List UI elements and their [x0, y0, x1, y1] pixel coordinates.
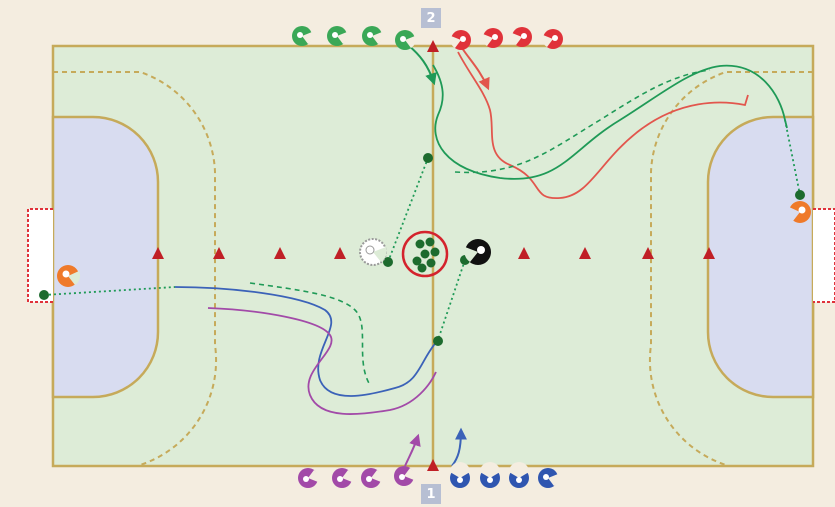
ball-icon [415, 239, 425, 249]
player-icon [450, 30, 471, 50]
ball-icon [420, 249, 430, 259]
ball-icon [795, 190, 805, 200]
red-team [450, 27, 563, 50]
goalkeeper-icon [787, 201, 811, 223]
cone-icon [703, 247, 715, 259]
station-label-1: 1 [421, 484, 441, 504]
left-free-throw-line [53, 71, 218, 466]
goalkeeper-icon [57, 265, 81, 287]
cone-icon [213, 247, 225, 259]
ball-icon [430, 247, 440, 257]
player-icon [450, 462, 470, 488]
right-free-throw-line [648, 71, 813, 466]
player-icon [395, 30, 416, 50]
blue-team [450, 462, 559, 488]
ball-station [401, 230, 449, 278]
player-icon [511, 27, 532, 47]
player-icon [482, 28, 503, 48]
ball-icon [383, 257, 393, 267]
green-team [292, 26, 416, 50]
cone-icon [427, 40, 439, 52]
right-goal [813, 208, 835, 303]
player-icon [298, 468, 319, 488]
cone-icon [427, 459, 439, 471]
blue-run-path [174, 286, 439, 397]
red-run-path [457, 51, 749, 199]
player-icon [509, 462, 529, 488]
player-icon [327, 26, 348, 46]
left-goal-area [51, 115, 160, 399]
cone-icon [334, 247, 346, 259]
defender-black [464, 239, 491, 265]
player-icon [332, 468, 353, 488]
green-run-path [432, 64, 788, 180]
right-goal-area [706, 115, 815, 399]
cone-icon [518, 247, 530, 259]
blue-arrow [451, 427, 467, 467]
purple-arrow [404, 433, 421, 467]
ball-icon [433, 336, 443, 346]
cone-icon [642, 247, 654, 259]
player-icon [292, 26, 313, 46]
pass-line [387, 157, 429, 263]
ball-icon [39, 290, 49, 300]
blue-dashed-path [249, 282, 371, 386]
ball-icon [423, 153, 433, 163]
cone-icon [579, 247, 591, 259]
cone-icon [274, 247, 286, 259]
player-icon [542, 29, 563, 49]
ball-icon [417, 263, 427, 273]
defender-grey [359, 238, 387, 266]
left-goal [27, 208, 53, 303]
station-label-2: 2 [421, 8, 441, 28]
purple-run-path [207, 307, 437, 415]
purple-team [298, 466, 415, 488]
player-icon [480, 462, 500, 488]
pass-line [43, 286, 176, 296]
ball-icon [425, 237, 435, 247]
pass-line [437, 259, 466, 341]
cone-row [152, 247, 715, 259]
ball-icon [426, 258, 436, 268]
ball-icon [412, 256, 422, 266]
player-icon [394, 466, 415, 486]
red-arrow [461, 47, 490, 91]
player-icon [362, 26, 383, 46]
cone-icon [152, 247, 164, 259]
player-icon [361, 468, 382, 488]
green-dashed-path [454, 69, 711, 174]
player-icon [538, 468, 559, 488]
